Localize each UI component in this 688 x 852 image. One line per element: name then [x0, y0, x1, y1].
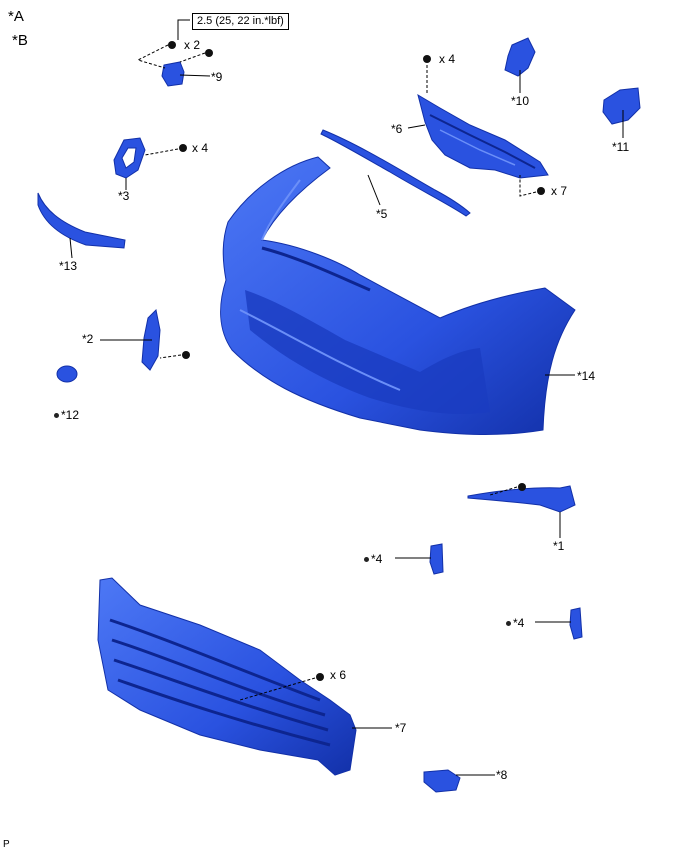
label-6: *6: [391, 122, 403, 136]
label-7: *7: [395, 721, 407, 735]
emblem-12-part: [56, 365, 78, 383]
label-9: *9: [211, 70, 223, 84]
part-8-part: [423, 769, 461, 793]
label-1: *1: [553, 539, 565, 553]
fastener-count-x2: x 2: [184, 38, 201, 52]
bolt-icon: [168, 41, 176, 49]
lower-grille-part: [97, 577, 357, 776]
screw-icon: [179, 144, 187, 152]
fastener-count-x7: x 7: [551, 184, 568, 198]
screw-icon: [537, 187, 545, 195]
bolt-icon: [205, 49, 213, 57]
label-14: *14: [577, 369, 596, 383]
dot-icon: [506, 621, 511, 627]
bracket-11-part: [602, 87, 641, 125]
bracket-10-part: [504, 37, 536, 77]
upper-molding-strip-part: [320, 129, 471, 217]
grille-retainer-part: [417, 93, 549, 179]
label-4a: *4: [364, 552, 382, 566]
leader-lines: [69, 19, 624, 776]
screw-icon: [316, 673, 324, 681]
screw-icon: [518, 483, 526, 491]
side-strip-13-part: [37, 192, 126, 249]
strip-1-part: [467, 485, 576, 513]
bracket-3-part: [113, 137, 146, 179]
label-8: *8: [496, 768, 508, 782]
bracket-4a-part: [429, 543, 444, 575]
label-13: *13: [59, 259, 78, 273]
torque-spec: 2.5 (25, 22 in.*lbf): [192, 13, 289, 30]
screw-icon: [182, 351, 190, 359]
fastener-icons: [168, 41, 545, 681]
fastener-count-x4-clip: x 4: [439, 52, 456, 66]
sensor-9-part: [161, 61, 185, 87]
label-11: *11: [612, 140, 630, 154]
bracket-4b-part: [569, 607, 583, 640]
label-3: *3: [118, 189, 130, 203]
label-10: *10: [511, 94, 530, 108]
dot-icon: [54, 413, 59, 419]
fastener-count-x6: x 6: [330, 668, 347, 682]
fastener-count-x4-screw: x 4: [192, 141, 209, 155]
clip-icon: [423, 55, 431, 63]
dashed-lines: [136, 44, 537, 701]
legend-b: *B: [12, 32, 28, 49]
label-5: *5: [376, 207, 388, 221]
footer-code: P: [3, 839, 10, 850]
front-bumper-cover-part: [220, 156, 576, 435]
legend-a: *A: [8, 8, 24, 25]
label-4b: *4: [506, 616, 524, 630]
label-2: *2: [82, 332, 94, 346]
dot-icon: [364, 557, 369, 563]
label-12: *12: [54, 408, 79, 422]
